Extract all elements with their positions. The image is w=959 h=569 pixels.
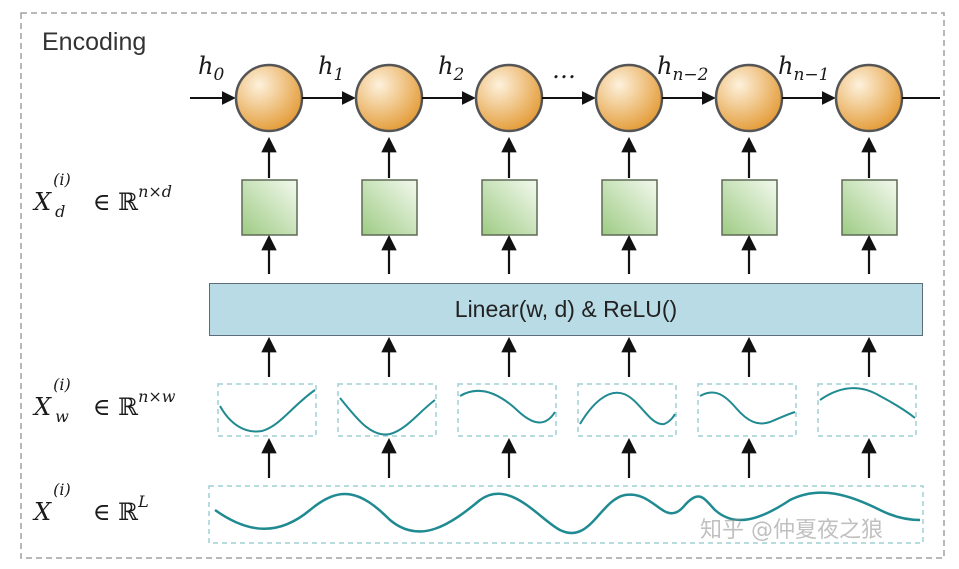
hidden-node-2 <box>474 63 544 133</box>
hidden-state-label-5: hn−1 <box>778 52 830 85</box>
embedding-square-2 <box>481 179 538 236</box>
patch-wave-5 <box>819 387 916 419</box>
patch-wave-1 <box>339 397 436 436</box>
hidden-state-label-4: hn−2 <box>657 52 709 85</box>
patch-box-3 <box>577 383 677 437</box>
patch-wave-group-4 <box>699 391 796 425</box>
watermark: 知乎 @仲夏夜之狼 <box>700 518 883 543</box>
patch-wave-group-2 <box>459 389 556 424</box>
hidden-state-label-1: h1 <box>318 52 345 85</box>
patch-wave-group-1 <box>339 397 436 436</box>
embedding-square-3 <box>601 179 658 236</box>
series-wave <box>214 491 921 535</box>
patch-wave-3 <box>579 391 676 426</box>
hidden-state-label-3: … <box>552 56 576 84</box>
input-patches <box>217 383 917 437</box>
patch-box-1 <box>337 383 437 437</box>
hidden-node-1 <box>354 63 424 133</box>
patch-wave-group-0 <box>219 389 316 433</box>
patch-wave-4 <box>699 391 796 425</box>
patch-wave-group-3 <box>579 391 676 426</box>
xw-label: X(i)w ∈ ℝn×w <box>34 375 176 426</box>
hidden-state-label-2: h2 <box>438 52 465 85</box>
xd-label: X(i)d ∈ ℝn×d <box>34 170 173 221</box>
embedding-square-4 <box>721 179 778 236</box>
patch-wave-2 <box>459 389 556 424</box>
hidden-node-5 <box>834 63 904 133</box>
patch-box-2 <box>457 383 557 437</box>
hidden-node-0 <box>234 63 304 133</box>
vertical-arrows <box>261 136 877 478</box>
embedding-squares <box>241 179 898 236</box>
patch-box-5 <box>817 383 917 437</box>
patch-box-4 <box>697 383 797 437</box>
layer-label: Linear(w, d) & ReLU() <box>454 296 678 322</box>
encoding-title: Encoding <box>42 28 147 56</box>
patch-wave-0 <box>219 389 316 433</box>
linear-relu-layer: Linear(w, d) & ReLU() <box>209 283 923 336</box>
embedding-square-5 <box>841 179 898 236</box>
embedding-square-0 <box>241 179 298 236</box>
recurrent-chain <box>190 63 940 133</box>
patch-wave-group-5 <box>819 387 916 419</box>
x-label: X(i) ∈ ℝL <box>34 480 149 526</box>
outer-frame <box>20 12 945 559</box>
hidden-node-4 <box>714 63 784 133</box>
hidden-state-label-0: h0 <box>198 52 225 85</box>
embedding-square-1 <box>361 179 418 236</box>
series-box <box>208 485 924 544</box>
patch-box-0 <box>217 383 317 437</box>
input-series <box>208 485 924 544</box>
hidden-node-3 <box>594 63 664 133</box>
